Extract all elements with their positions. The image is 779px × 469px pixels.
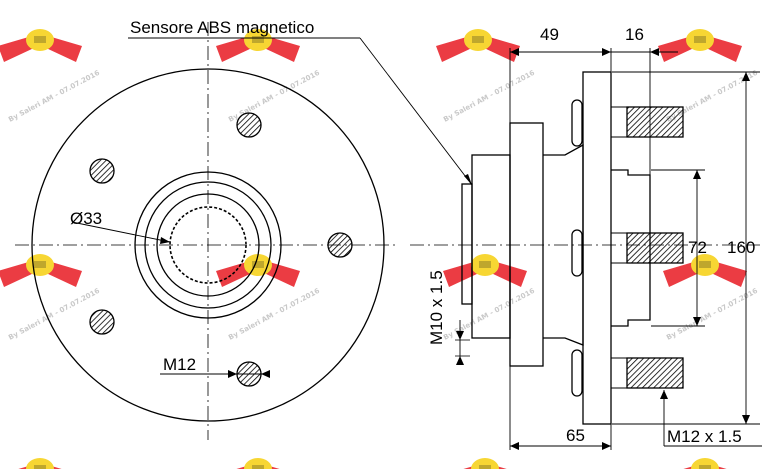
dim-49-label: 49 — [540, 25, 559, 44]
dim-72-label: 72 — [688, 238, 707, 257]
watermark-text: By Saleri AM - 07.07.2016 — [665, 287, 759, 342]
mounting-boss — [509, 122, 544, 367]
dim-16-label: 16 — [625, 25, 644, 44]
bolt-hole — [327, 232, 353, 258]
sensor-leader — [359, 37, 473, 186]
stud-slot — [571, 229, 583, 277]
wheel-flange — [582, 71, 612, 425]
bolt-hole — [89, 309, 115, 335]
stud-slot — [571, 349, 583, 397]
hub-outer-ring — [134, 171, 282, 319]
dim-160-label: 160 — [727, 238, 755, 257]
m12x15-label: M12 x 1.5 — [667, 427, 742, 446]
watermark-text: By Saleri AM - 07.07.2016 — [7, 287, 101, 342]
wheel-stud — [626, 357, 684, 389]
stud-slot — [571, 99, 583, 147]
wheel-stud — [626, 232, 684, 264]
hub-inner-ring — [144, 181, 272, 309]
bolt-holes — [89, 112, 353, 387]
side-view — [410, 71, 760, 425]
abs-ring — [156, 193, 260, 297]
sensor-stub — [461, 183, 473, 305]
bolt-hole — [236, 112, 262, 138]
m12-label: M12 — [163, 355, 196, 374]
spline-bore — [169, 206, 247, 284]
watermark-text: By Saleri AM - 07.07.2016 — [442, 287, 536, 342]
m10-label: M10 x 1.5 — [427, 270, 446, 345]
watermark-text: By Saleri AM - 07.07.2016 — [7, 69, 101, 124]
watermark-text: By Saleri AM - 07.07.2016 — [227, 287, 321, 342]
dimension-lines — [456, 48, 762, 450]
front-view — [15, 22, 473, 440]
watermark-text: By Saleri AM - 07.07.2016 — [442, 69, 536, 124]
bolt-hole — [89, 158, 115, 184]
dim-65-label: 65 — [566, 426, 585, 445]
sensor-label: Sensore ABS magnetico — [130, 18, 314, 37]
diameter-label: Ø33 — [70, 209, 102, 228]
diameter-leader — [71, 221, 171, 243]
wheel-stud — [626, 106, 684, 138]
flange-outline — [31, 68, 385, 422]
